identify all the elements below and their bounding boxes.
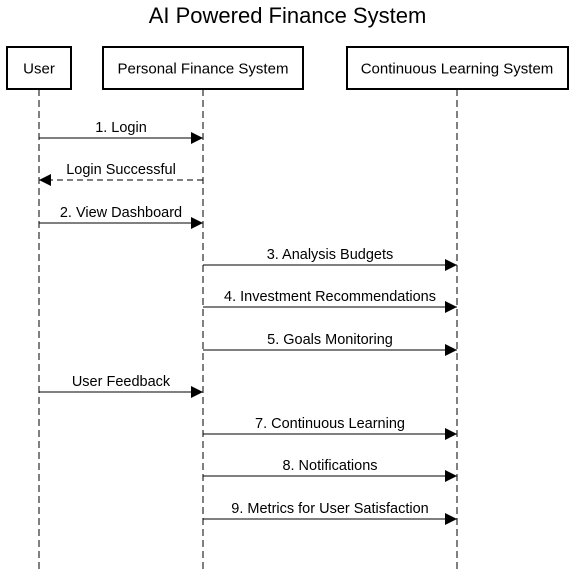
- message-4: 3. Analysis Budgets: [203, 247, 457, 271]
- message-label: User Feedback: [72, 374, 171, 390]
- message-label: 7. Continuous Learning: [255, 416, 405, 432]
- message-label: 3. Analysis Budgets: [267, 247, 394, 263]
- message-5: 4. Investment Recommendations: [203, 289, 457, 313]
- actor-label: Personal Finance System: [118, 61, 289, 78]
- actor-box: [102, 46, 304, 90]
- actor-label: User: [23, 61, 55, 78]
- actor-label: Continuous Learning System: [361, 61, 554, 78]
- message-label: 9. Metrics for User Satisfaction: [231, 501, 428, 517]
- message-label: 5. Goals Monitoring: [267, 332, 393, 348]
- diagram-title: AI Powered Finance System: [149, 3, 427, 28]
- message-7: User Feedback: [39, 374, 203, 398]
- actor-cls: Continuous Learning System: [346, 46, 569, 90]
- message-label: 2. View Dashboard: [60, 205, 182, 221]
- message-9: 8. Notifications: [203, 458, 457, 482]
- message-label: 8. Notifications: [282, 458, 377, 474]
- message-2: Login Successful: [39, 162, 203, 186]
- actors: User Personal Finance System Continuous Le…: [6, 46, 569, 90]
- actor-pfs: Personal Finance System: [102, 46, 304, 90]
- message-label: 4. Investment Recommendations: [224, 289, 436, 305]
- actor-box: [346, 46, 569, 90]
- message-1: 1. Login: [39, 120, 203, 144]
- message-label: Login Successful: [66, 162, 176, 178]
- message-6: 5. Goals Monitoring: [203, 332, 457, 356]
- message-3: 2. View Dashboard: [39, 205, 203, 229]
- message-8: 7. Continuous Learning: [203, 416, 457, 440]
- message-label: 1. Login: [95, 120, 147, 136]
- actor-user: User: [6, 46, 72, 90]
- message-10: 9. Metrics for User Satisfaction: [203, 501, 457, 525]
- actor-box: [6, 46, 72, 90]
- lifelines: [38, 89, 458, 571]
